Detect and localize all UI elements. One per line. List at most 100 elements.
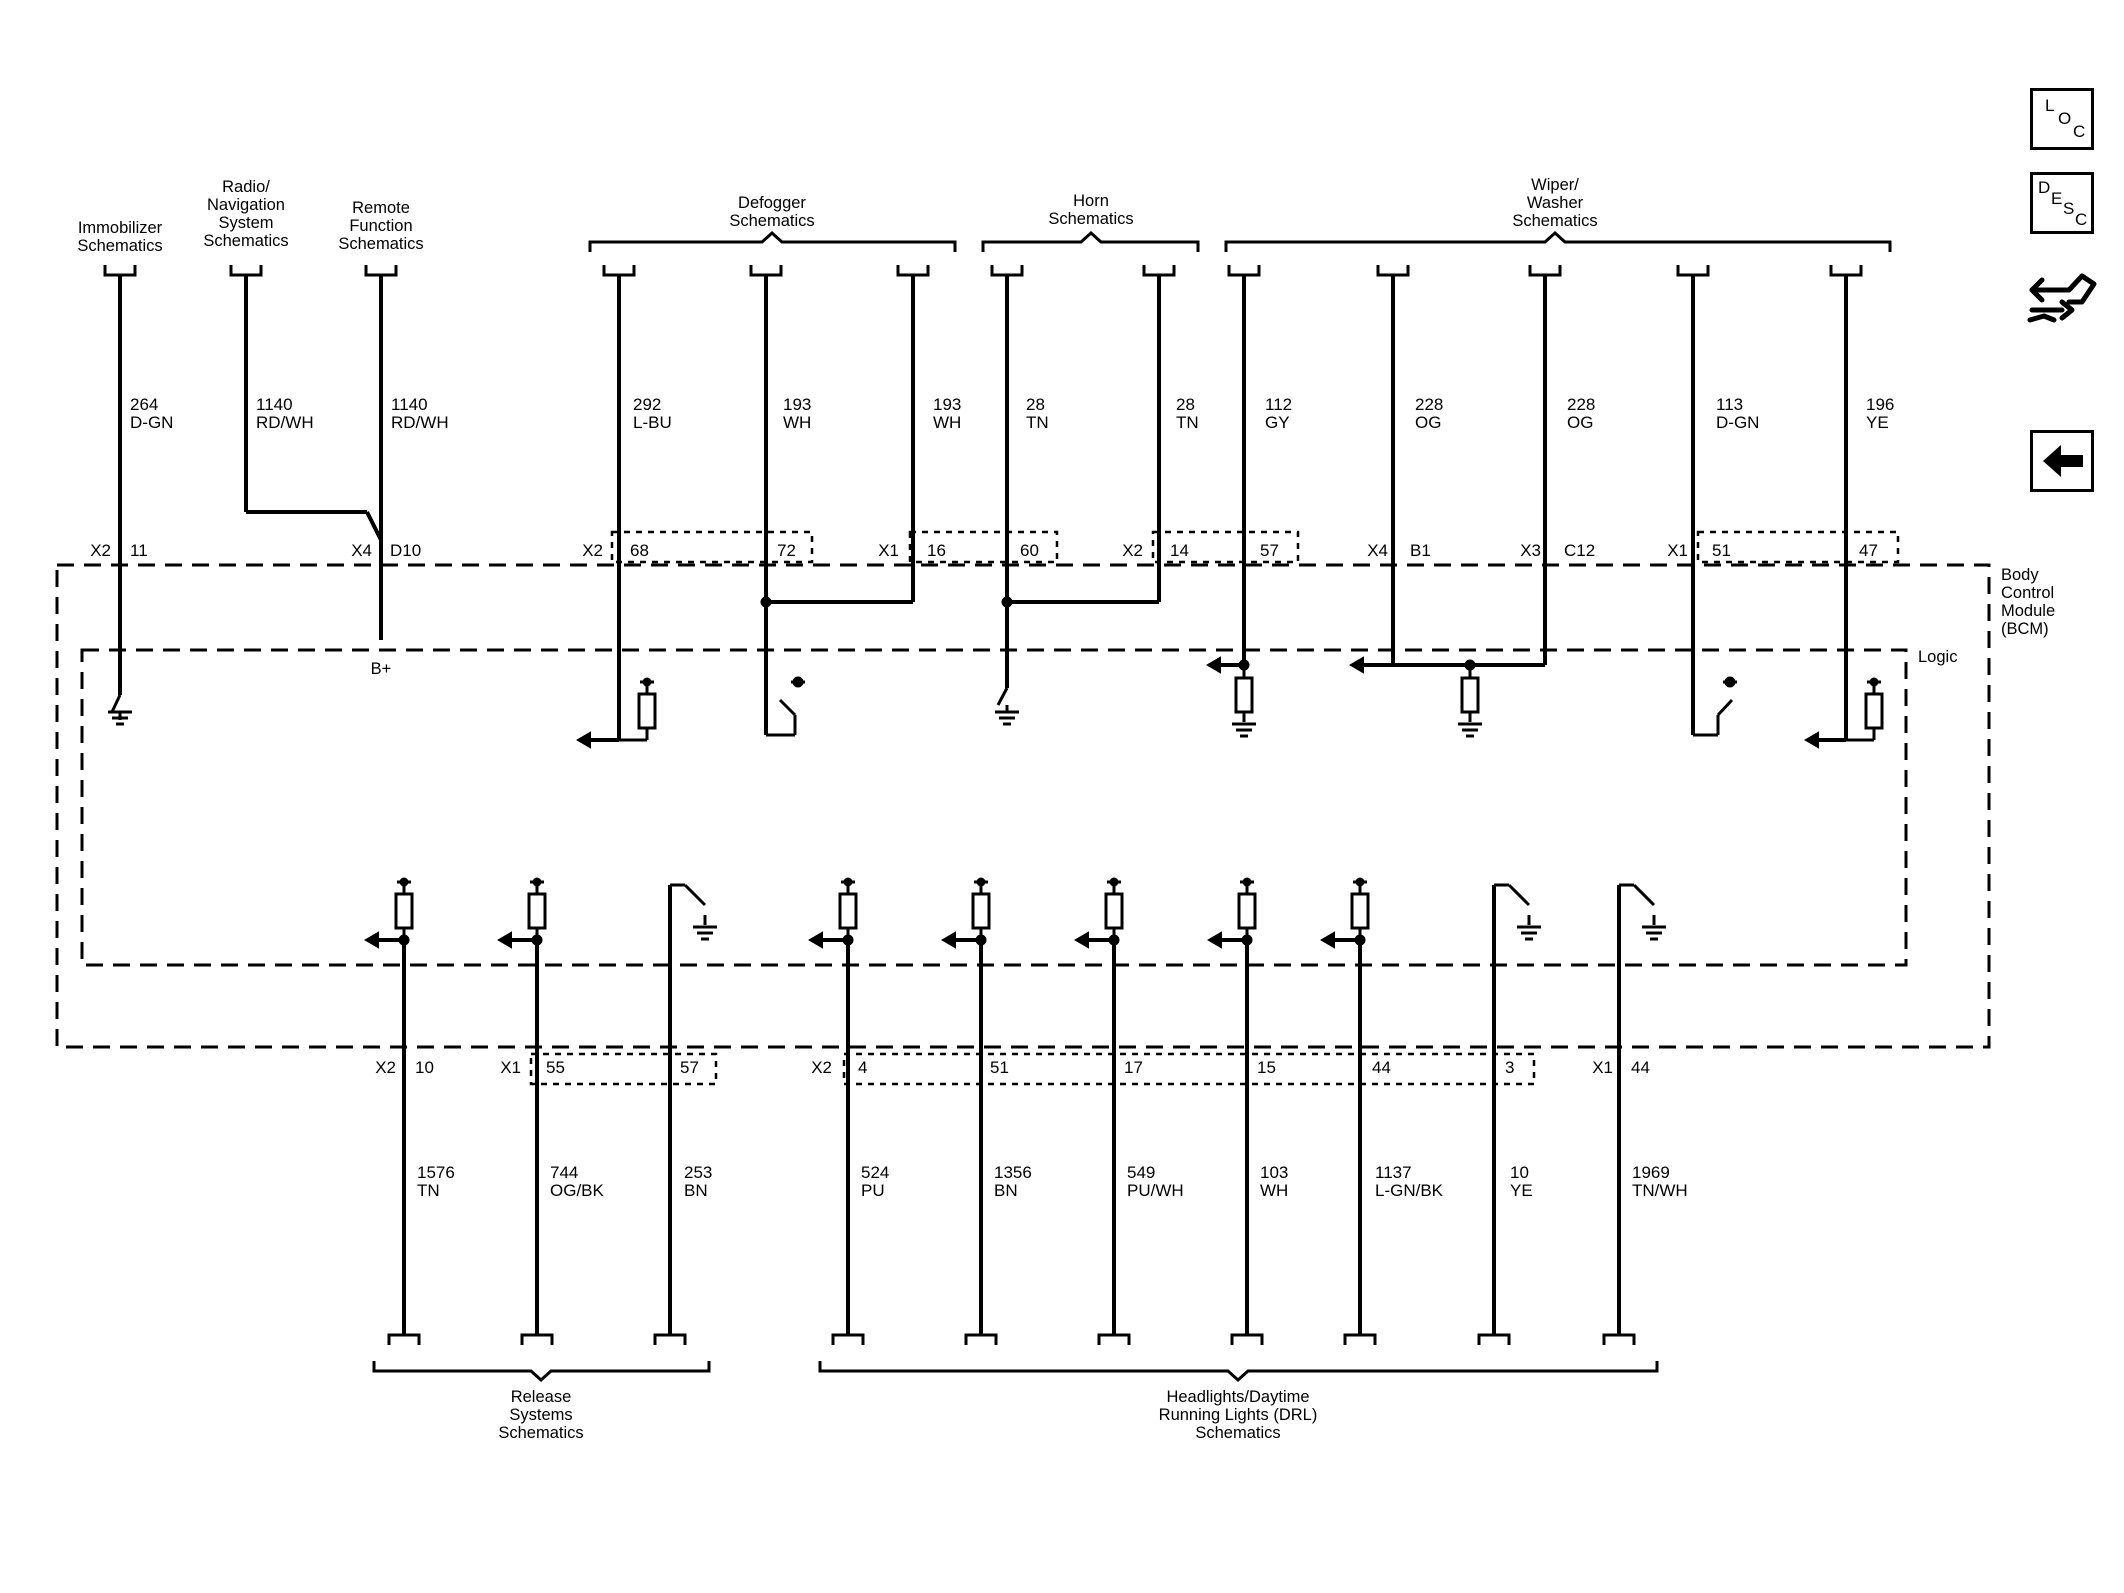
top-wire-9-color: GY [1265, 413, 1290, 432]
bres-7-body [1237, 892, 1257, 930]
bottom-wire-1-color: TN [417, 1181, 440, 1200]
top-conn-12: X1 [1667, 541, 1688, 560]
bottom-conn-1: X2 [375, 1058, 396, 1077]
top-pin-4: 68 [630, 541, 649, 560]
bottom-wire-3-color: BN [684, 1181, 708, 1200]
top-wire-13-color: YE [1866, 413, 1889, 432]
logic-label: Logic [1918, 648, 1957, 666]
top-conn-8: X2 [1122, 541, 1143, 560]
bottom-connector-2 [520, 1333, 554, 1345]
top-pin-6: 16 [927, 541, 946, 560]
top-conn-6: X1 [878, 541, 899, 560]
arrow-112 [1206, 656, 1221, 674]
bottom-connector-7 [1230, 1333, 1264, 1345]
top-wire-9-circuit: 112 [1265, 395, 1292, 414]
top-wire-11-color: OG [1567, 413, 1593, 432]
sw-113-blade [1716, 698, 1734, 717]
label-release-1: Release [511, 1388, 572, 1406]
label-radio-4: Schematics [203, 232, 288, 250]
top-wire-4-circuit: 292 [633, 395, 661, 414]
label-radio-1: Radio/ [222, 178, 270, 196]
bottom-pin-8: 44 [1372, 1058, 1391, 1077]
top-connector-10 [1376, 265, 1410, 277]
res-196-body [1864, 692, 1884, 730]
back-button[interactable] [2030, 430, 2094, 492]
top-pin-3: D10 [390, 541, 421, 560]
top-pin-9: 57 [1260, 541, 1279, 560]
loc-letter-o: O [2058, 109, 2072, 128]
top-connector-3 [364, 265, 398, 277]
label-immobilizer-1: Immobilizer [78, 219, 163, 237]
top-wire-10-color: OG [1415, 413, 1441, 432]
desc-letter-c: C [2075, 210, 2088, 229]
arrow-196 [1804, 731, 1819, 749]
bsw-blade-3 [683, 883, 707, 907]
top-wire-3-color: RD/WH [391, 413, 449, 432]
label-release-2: Systems [509, 1406, 572, 1424]
top-pin-11: C12 [1564, 541, 1595, 560]
res-112-body [1234, 676, 1254, 714]
bres-8-dot [1355, 877, 1365, 887]
back-arrow-icon [2043, 445, 2083, 477]
res-196-dot [1869, 677, 1879, 687]
bcm-label-2: Control [2001, 584, 2054, 602]
label-horn-2: Schematics [1048, 210, 1133, 228]
bottom-wire-9-color: YE [1510, 1181, 1533, 1200]
bottom-conn-2: X1 [500, 1058, 521, 1077]
loc-letter-c: C [2073, 122, 2086, 141]
bottom-wire-2-circuit: 744 [550, 1163, 578, 1182]
loc-letter-l: L [2045, 96, 2055, 115]
top-connector-12 [1676, 265, 1710, 277]
barrow-4 [808, 931, 823, 949]
desc-letter-s: S [2063, 199, 2075, 218]
top-wire-5-circuit: 193 [783, 395, 811, 414]
switch-immobilizer [110, 694, 122, 713]
bcm-outline [55, 563, 1991, 1049]
label-remote-1: Remote [352, 199, 410, 217]
top-wire-8-color: TN [1176, 413, 1199, 432]
top-wire-6-circuit: 193 [933, 395, 961, 414]
top-connector-4 [602, 265, 636, 277]
label-wiper-3: Schematics [1512, 212, 1597, 230]
top-wire-7-circuit: 28 [1026, 395, 1045, 414]
top-connector-6 [896, 265, 930, 277]
arrow-292 [576, 731, 591, 749]
top-connector-13 [1829, 265, 1863, 277]
top-wire-2-color: RD/WH [256, 413, 314, 432]
label-release-3: Schematics [498, 1424, 583, 1442]
bottom-wire-10-circuit: 1969 [1632, 1163, 1670, 1182]
label-headlights-1: Headlights/Daytime [1166, 1388, 1309, 1406]
top-pin-13: 47 [1859, 541, 1878, 560]
label-defogger-1: Defogger [738, 194, 806, 212]
top-wire-12-color: D-GN [1716, 413, 1759, 432]
bottom-wire-7-color: WH [1260, 1181, 1288, 1200]
bracket-wiper [1224, 230, 1892, 252]
bottom-pin-4: 4 [858, 1058, 867, 1077]
bcm-label-1: Body [2001, 566, 2039, 584]
bcm-label-3: Module [2001, 602, 2055, 620]
top-wire-8-circuit: 28 [1176, 395, 1195, 414]
bottom-pin-10: 44 [1631, 1058, 1650, 1077]
bsw-blade-10 [1632, 883, 1656, 907]
bres-1-body [394, 892, 414, 930]
bottom-wire-7-circuit: 103 [1260, 1163, 1288, 1182]
bottom-wire-1-circuit: 1576 [417, 1163, 455, 1182]
bottom-wire-4-circuit: 524 [861, 1163, 889, 1182]
top-wire-1-circuit: 264 [130, 395, 158, 414]
res-228-body [1460, 676, 1480, 714]
connector-icon[interactable] [2024, 258, 2099, 333]
bottom-conn-10: X1 [1592, 1058, 1613, 1077]
bottom-connector-1 [387, 1333, 421, 1345]
bottom-pin-6: 17 [1124, 1058, 1143, 1077]
loc-button[interactable]: L O C [2030, 88, 2094, 150]
label-immobilizer-2: Schematics [77, 237, 162, 255]
top-pin-7: 60 [1020, 541, 1039, 560]
bres-4-dot [843, 877, 853, 887]
bres-6-body [1104, 892, 1124, 930]
barrow-1 [364, 931, 379, 949]
desc-button[interactable]: D E S C [2030, 172, 2094, 234]
top-conn-4: X2 [582, 541, 603, 560]
bottom-connector-9 [1477, 1333, 1511, 1345]
bottom-connector-8 [1343, 1333, 1377, 1345]
top-connector-8 [1142, 265, 1176, 277]
